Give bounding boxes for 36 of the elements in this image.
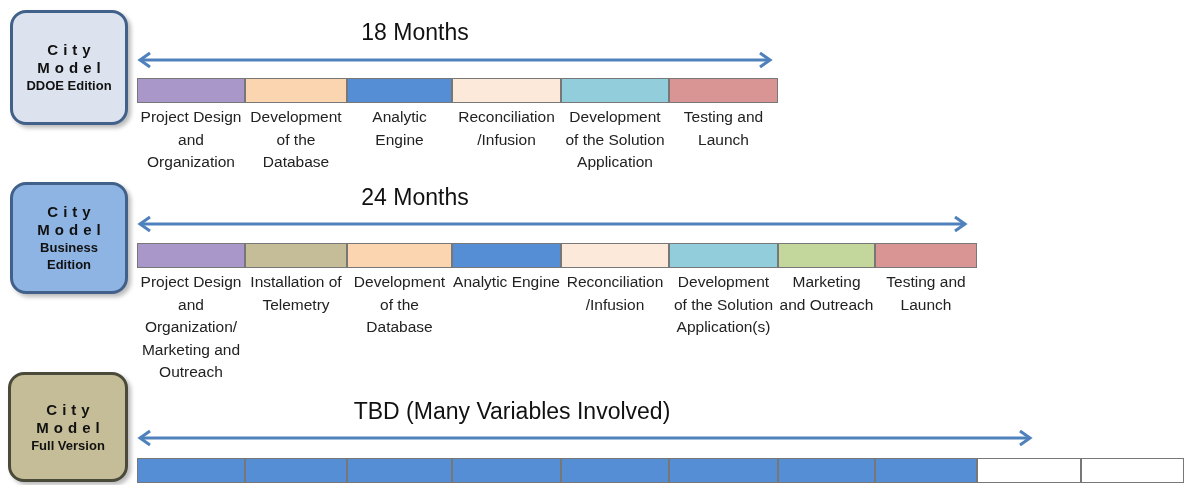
edition-name: DDOE Edition [25,77,113,94]
phase-label: Analytic Engine [371,107,428,150]
model-name: City Model [36,41,107,77]
phase-label: Reconciliation /Infusion [565,272,665,315]
phase-label: Development of the Solution Application [564,107,666,172]
phase-label: Development of the Database [249,107,343,172]
phase-bar [561,458,669,483]
edition-name: Business Edition [39,239,99,273]
phase-label: Analytic Engine [453,272,560,292]
edition-box [10,10,128,125]
duration-label: TBD (Many Variables Involved) [353,398,671,425]
phase-bar [1081,458,1184,483]
edition-box [8,372,128,482]
duration-label: 24 Months [361,184,469,211]
phase-bar [875,458,977,483]
duration-label: 18 Months [361,19,469,46]
phase-label: Project Design and Organization/ Marketing and Outreach [139,272,243,382]
phase-label: Testing and Launch [885,272,967,315]
model-name: City Model [36,203,107,239]
phase-label: Testing and Launch [682,107,765,150]
phase-label: Installation of Telemetry [249,272,343,315]
phase-label: Project Design and Organization [139,107,243,172]
phase-bar [977,458,1081,483]
edition-name: Full Version [30,436,106,454]
phase-label: Marketing and Outreach [779,272,874,315]
phase-bar [137,458,245,483]
phase-label: Development of the Database [352,272,447,337]
phase-bar [778,458,875,483]
model-name: City Model [35,400,106,437]
phase-bar [452,458,561,483]
phase-label: Development of the Solution Application(s) [672,272,775,337]
edition-box [10,182,128,294]
phase-bar [669,458,778,483]
phase-bar [347,458,452,483]
phase-label: Reconciliation /Infusion [457,107,556,150]
phase-bar [245,458,347,483]
